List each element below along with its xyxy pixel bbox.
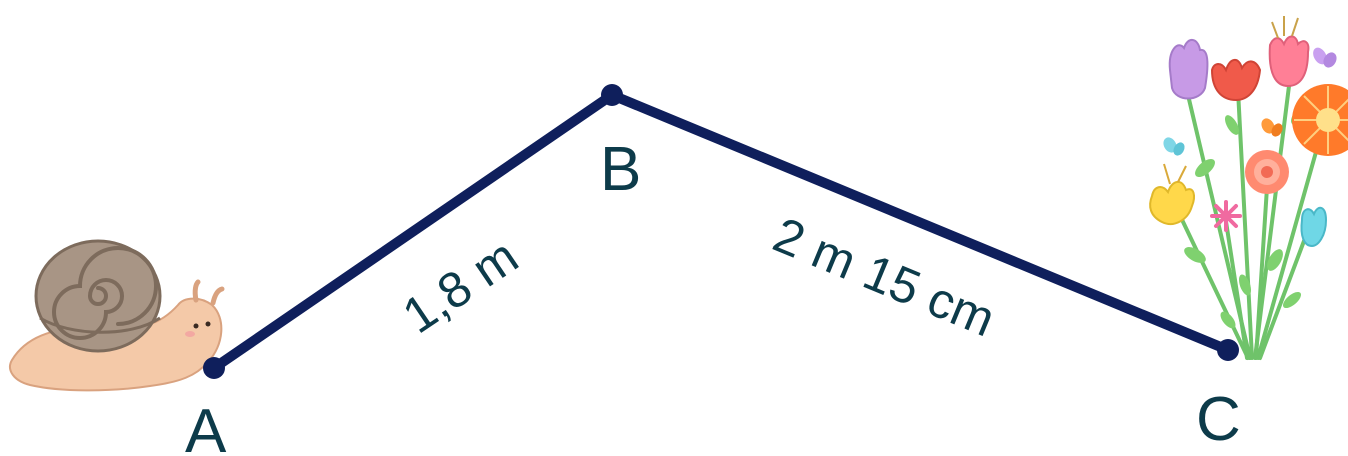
segment-ab-length: 1,8 m [393,228,528,344]
butterfly-icon [1261,118,1283,137]
segment-ab [209,90,617,373]
flower-bouquet-icon [1149,16,1348,360]
point-label-c: C [1196,385,1241,454]
point-b [601,84,623,106]
point-c [1217,339,1239,361]
point-label-b: B [600,135,641,204]
segment-bc-length: 2 m 15 cm [766,206,1003,347]
snail-icon [9,239,225,392]
butterfly-icon [1313,47,1337,68]
point-label-a: A [185,397,227,456]
butterfly-icon [1163,137,1185,156]
point-a [203,357,225,379]
segment-bc [607,90,1233,355]
